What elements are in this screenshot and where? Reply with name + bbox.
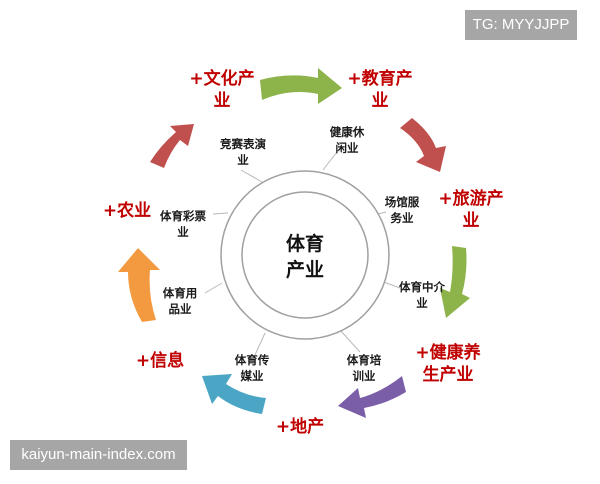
- outer-label-culture: +文化产 业: [189, 68, 254, 111]
- inner-label-lottery: 体育彩票 业: [160, 209, 206, 239]
- arrow-education-to-tourism-icon: [400, 118, 446, 172]
- outer-label-tourism: +旅游产 业: [438, 188, 503, 231]
- arrow-health-to-realestate-icon: [338, 376, 406, 418]
- inner-label-fitness-line1: 健康休: [330, 125, 365, 139]
- outer-label-information-line1: +信息: [136, 350, 184, 371]
- outer-label-health-line2: 生产业: [423, 364, 474, 385]
- inner-label-media-line2: 媒业: [240, 369, 264, 383]
- inner-label-competition-line2: 业: [237, 153, 249, 167]
- outer-label-health: +健康养 生产业: [415, 342, 481, 385]
- outer-label-agriculture: +农业: [103, 200, 151, 221]
- pointer-goods: [204, 282, 223, 294]
- outer-label-education-line1: +教育产: [347, 68, 412, 89]
- inner-label-training-line2: 训业: [353, 369, 376, 383]
- arrow-realestate-to-information-icon: [202, 374, 266, 414]
- outer-label-education: +教育产 业: [347, 68, 412, 111]
- watermark-top-right: TG: MYYJJPP: [465, 10, 577, 40]
- inner-label-lottery-line2: 业: [177, 225, 189, 239]
- inner-label-agency-line1: 体育中介: [399, 280, 445, 294]
- pointer-fitness: [322, 147, 341, 171]
- inner-label-media-line1: 体育传: [235, 353, 270, 367]
- inner-label-training-line1: 体育培: [347, 353, 382, 367]
- outer-label-health-line1: +健康养: [415, 342, 481, 363]
- inner-label-fitness-line2: 闲业: [336, 141, 359, 155]
- inner-label-goods-line2: 品业: [169, 302, 192, 316]
- center-label-line1: 体育: [286, 232, 324, 255]
- outer-label-agriculture-line1: +农业: [103, 200, 151, 221]
- inner-label-media: 体育传 媒业: [235, 353, 270, 383]
- inner-label-agency-line2: 业: [416, 296, 428, 310]
- outer-label-tourism-line1: +旅游产: [438, 188, 503, 209]
- outer-label-tourism-line2: 业: [463, 211, 480, 231]
- outer-label-education-line2: 业: [372, 91, 389, 111]
- inner-label-training: 体育培 训业: [347, 353, 382, 383]
- center-label-line2: 产业: [286, 258, 324, 281]
- inner-label-fitness: 健康休 闲业: [330, 125, 365, 155]
- pointer-competition: [240, 169, 263, 183]
- outer-label-information: +信息: [136, 350, 184, 371]
- arrow-culture-to-education-icon: [260, 68, 342, 104]
- inner-label-agency: 体育中介 业: [399, 280, 445, 310]
- arrow-agriculture-to-culture-icon: [150, 124, 194, 168]
- pointer-lottery: [212, 212, 229, 215]
- outer-label-realestate: +地产: [276, 416, 324, 437]
- arrow-tourism-to-health-icon: [440, 246, 470, 318]
- inner-label-venue-line2: 务业: [391, 211, 414, 225]
- arrow-information-to-agriculture-icon: [118, 248, 160, 322]
- inner-label-goods-line1: 体育用: [163, 286, 198, 300]
- inner-ring: [241, 191, 369, 319]
- inner-label-lottery-line1: 体育彩票: [160, 209, 206, 223]
- outer-label-culture-line1: +文化产: [189, 68, 254, 89]
- watermark-bottom-left: kaiyun-main-index.com: [10, 440, 187, 470]
- pointer-media: [254, 332, 266, 356]
- inner-label-goods: 体育用 品业: [163, 286, 198, 316]
- inner-label-venue-line1: 场馆服: [385, 195, 420, 209]
- outer-label-realestate-line1: +地产: [276, 416, 324, 437]
- inner-label-competition: 竞赛表演 业: [220, 137, 266, 167]
- outer-label-culture-line2: 业: [214, 91, 231, 111]
- pointer-training: [339, 329, 361, 353]
- inner-label-competition-line1: 竞赛表演: [220, 137, 266, 151]
- pointer-venue: [377, 211, 387, 215]
- inner-label-venue: 场馆服 务业: [385, 195, 420, 225]
